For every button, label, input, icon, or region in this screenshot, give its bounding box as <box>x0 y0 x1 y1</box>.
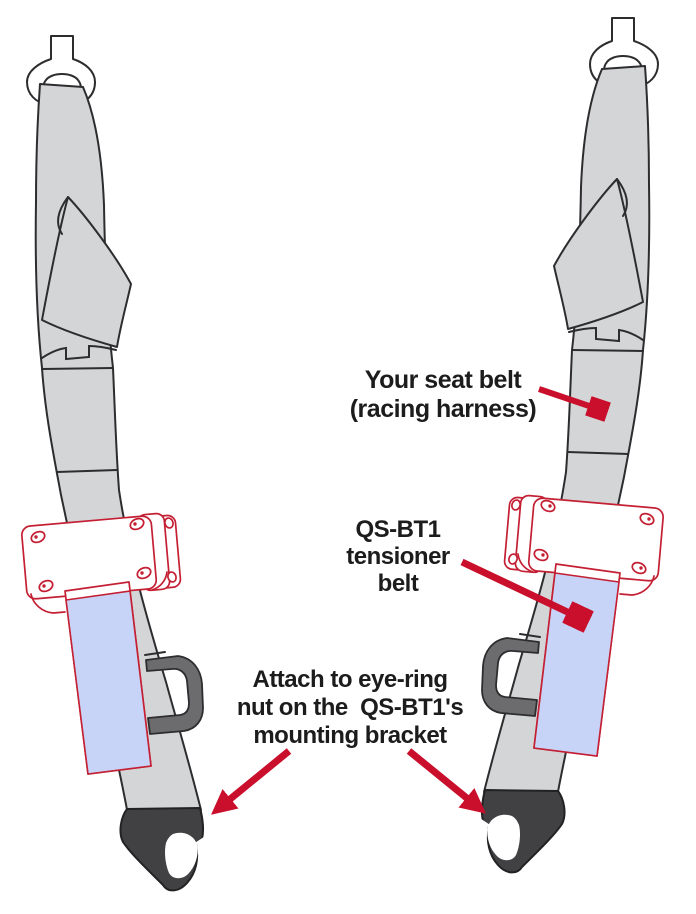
attach-instruction-line3: mounting bracket <box>253 722 447 749</box>
seat-belt-label-line2: (racing harness) <box>349 395 537 423</box>
tensioner-belt-label-line3: belt <box>377 570 419 597</box>
attach-instruction-label: Attach to eye-ring nut on the QS-BT1's m… <box>190 666 510 750</box>
attach-instruction-line2: nut on the QS-BT1's <box>236 694 464 721</box>
attach-arrow-left <box>211 748 292 815</box>
harness-left-illustration <box>19 34 207 892</box>
attach-instruction-line1: Attach to eye-ring <box>252 666 448 693</box>
tensioner-belt-label-line2: tensioner <box>346 543 450 570</box>
seat-belt-label: Your seat belt (racing harness) <box>283 366 603 424</box>
tensioner-belt-label-line1: QS-BT1 <box>355 516 441 543</box>
tensioner-belt-arrow <box>460 558 594 633</box>
tensioner-belt-label: QS-BT1 tensioner belt <box>298 516 498 597</box>
seat-belt-arrow <box>538 386 611 422</box>
seat-belt-label-line1: Your seat belt <box>364 366 522 394</box>
attach-arrow-right <box>406 748 486 814</box>
